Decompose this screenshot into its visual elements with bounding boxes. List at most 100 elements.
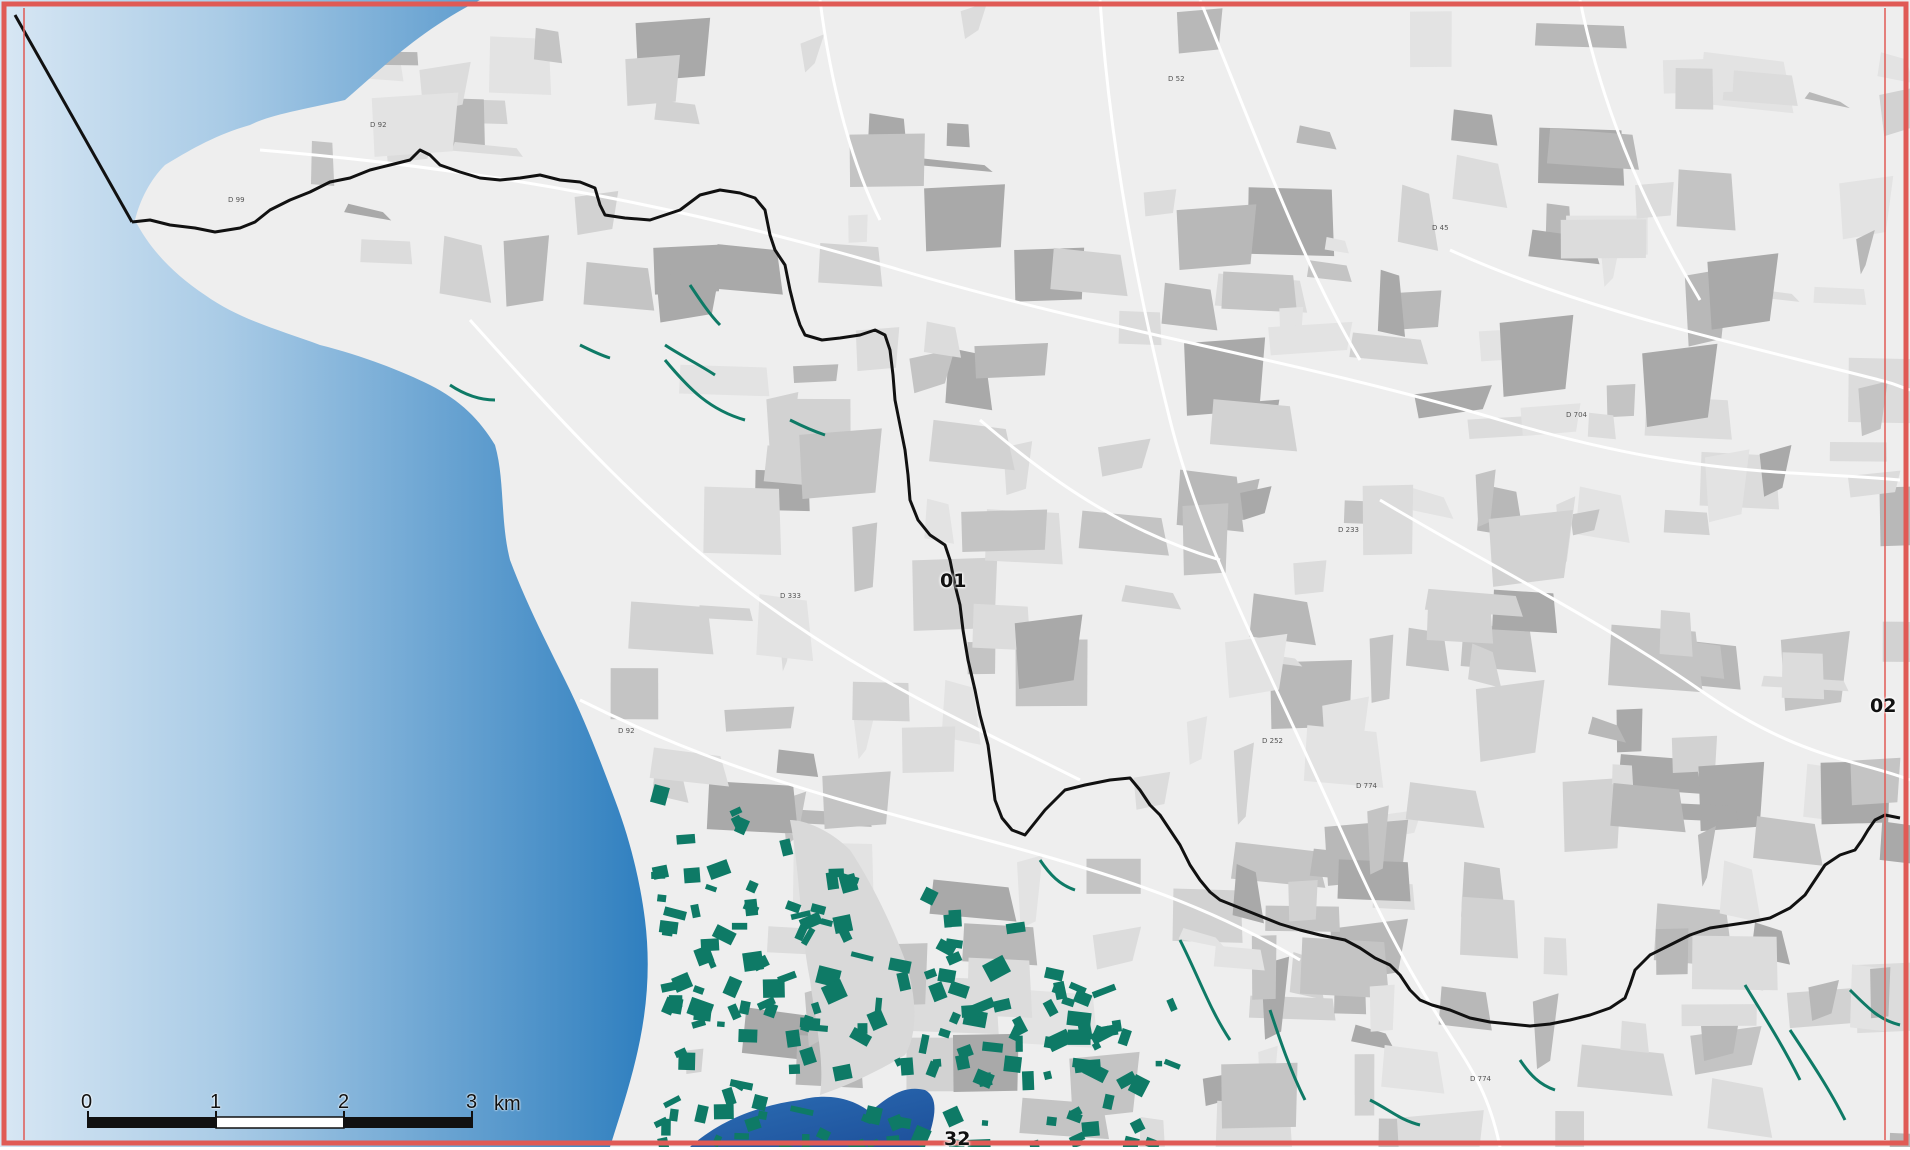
road-label: D 92 xyxy=(370,121,387,129)
land-parcel xyxy=(1808,979,1839,1021)
land-parcel xyxy=(1369,984,1395,1032)
land-parcel xyxy=(371,92,459,157)
stream xyxy=(1178,939,1232,1041)
wetland-patch xyxy=(970,996,996,1016)
land-parcel xyxy=(1268,321,1353,356)
wetland-patch xyxy=(1042,998,1059,1017)
land-parcel xyxy=(1612,764,1634,786)
road xyxy=(579,698,1301,962)
land-parcel xyxy=(1233,742,1254,825)
scale-unit-label: km xyxy=(494,1093,521,1115)
wetland-patch xyxy=(896,971,912,992)
land-parcel xyxy=(822,771,891,829)
land-parcel xyxy=(766,391,799,457)
land-parcel xyxy=(1396,1110,1484,1147)
wetland-patch xyxy=(704,883,718,893)
land-parcel xyxy=(697,605,753,622)
land-parcel xyxy=(703,486,782,556)
land-parcel xyxy=(967,641,996,675)
land-parcel xyxy=(901,726,956,773)
land-parcel xyxy=(706,781,799,834)
land-parcel xyxy=(793,364,839,384)
road xyxy=(1098,0,1502,1147)
wetland-patch xyxy=(668,1108,679,1122)
land-parcel xyxy=(1488,510,1573,587)
wetland-patch xyxy=(923,968,938,980)
land-parcel xyxy=(1424,588,1523,617)
road xyxy=(818,0,882,221)
land-parcel xyxy=(909,348,955,394)
land-parcel xyxy=(1213,945,1265,971)
wetland-patch xyxy=(762,979,785,998)
wetland-patch xyxy=(1091,983,1117,999)
land-parcel xyxy=(1121,584,1182,610)
land-parcel xyxy=(1143,189,1177,217)
land-parcel xyxy=(656,267,721,323)
land-parcel xyxy=(1362,484,1414,556)
wetland-patch xyxy=(678,1052,696,1071)
land-parcel xyxy=(1642,343,1718,427)
land-parcel xyxy=(1659,610,1693,657)
land-parcel xyxy=(1543,937,1568,976)
wetland-patch xyxy=(731,922,748,930)
land-parcel xyxy=(1707,1078,1773,1138)
wetland-patch xyxy=(828,868,845,878)
land-parcel xyxy=(1850,757,1901,806)
land-parcel xyxy=(1186,716,1208,765)
land-parcel xyxy=(1377,269,1406,337)
wetland-patch xyxy=(972,1068,995,1089)
land-parcel xyxy=(923,321,962,358)
land-parcel xyxy=(1475,679,1545,762)
wetland-patch xyxy=(1074,1064,1099,1074)
land-parcel xyxy=(679,364,770,397)
stream xyxy=(1788,1029,1847,1121)
land-parcel xyxy=(1221,1062,1298,1129)
wetland-patch xyxy=(1072,989,1093,1007)
land-parcel xyxy=(1587,716,1627,743)
wetland-patch xyxy=(1163,1058,1181,1070)
land-parcel xyxy=(1296,125,1337,150)
wetland-patch xyxy=(955,1053,971,1071)
road-label: D 333 xyxy=(780,592,801,600)
land-parcel xyxy=(1176,204,1257,271)
wetland-patch xyxy=(1044,966,1065,982)
land-parcel xyxy=(451,142,523,157)
wetland-patch xyxy=(694,1104,709,1124)
wetlands xyxy=(650,784,1181,1147)
land-parcel xyxy=(974,343,1049,379)
wetland-patch xyxy=(790,1105,814,1117)
wetland-patch xyxy=(981,1041,1004,1053)
wetland-patch xyxy=(691,1018,707,1029)
wetland-patch xyxy=(1102,1093,1115,1110)
stream xyxy=(663,359,746,422)
wetland-patch xyxy=(738,1029,758,1043)
land-parcel xyxy=(1555,1111,1585,1147)
land-parcel xyxy=(1161,282,1218,331)
land-parcel xyxy=(1279,306,1304,330)
land-parcel xyxy=(533,27,563,64)
land-parcel xyxy=(1560,219,1647,259)
land-parcel xyxy=(1381,1045,1445,1094)
road-label: D 774 xyxy=(1356,782,1377,790)
wetland-patch xyxy=(656,894,667,903)
land-parcel xyxy=(852,522,878,592)
road-label: D 52 xyxy=(1168,75,1185,83)
wetland-patch xyxy=(992,998,1012,1013)
wetland-patch xyxy=(653,1116,669,1129)
wetland-patch xyxy=(1021,1071,1035,1091)
land-parcel xyxy=(439,235,492,303)
stream xyxy=(579,343,611,360)
wetland-patch xyxy=(785,1029,802,1048)
wetland-patch xyxy=(828,989,838,999)
wetland-patch xyxy=(788,1064,801,1075)
stream xyxy=(1268,1009,1307,1101)
land-parcel xyxy=(1882,621,1910,662)
land-parcel xyxy=(1221,271,1297,313)
land-parcel xyxy=(1349,332,1429,365)
land-parcel xyxy=(1879,821,1910,864)
land-parcel xyxy=(1858,381,1888,437)
land-parcel xyxy=(1577,1044,1673,1096)
land-parcel xyxy=(1452,154,1508,209)
